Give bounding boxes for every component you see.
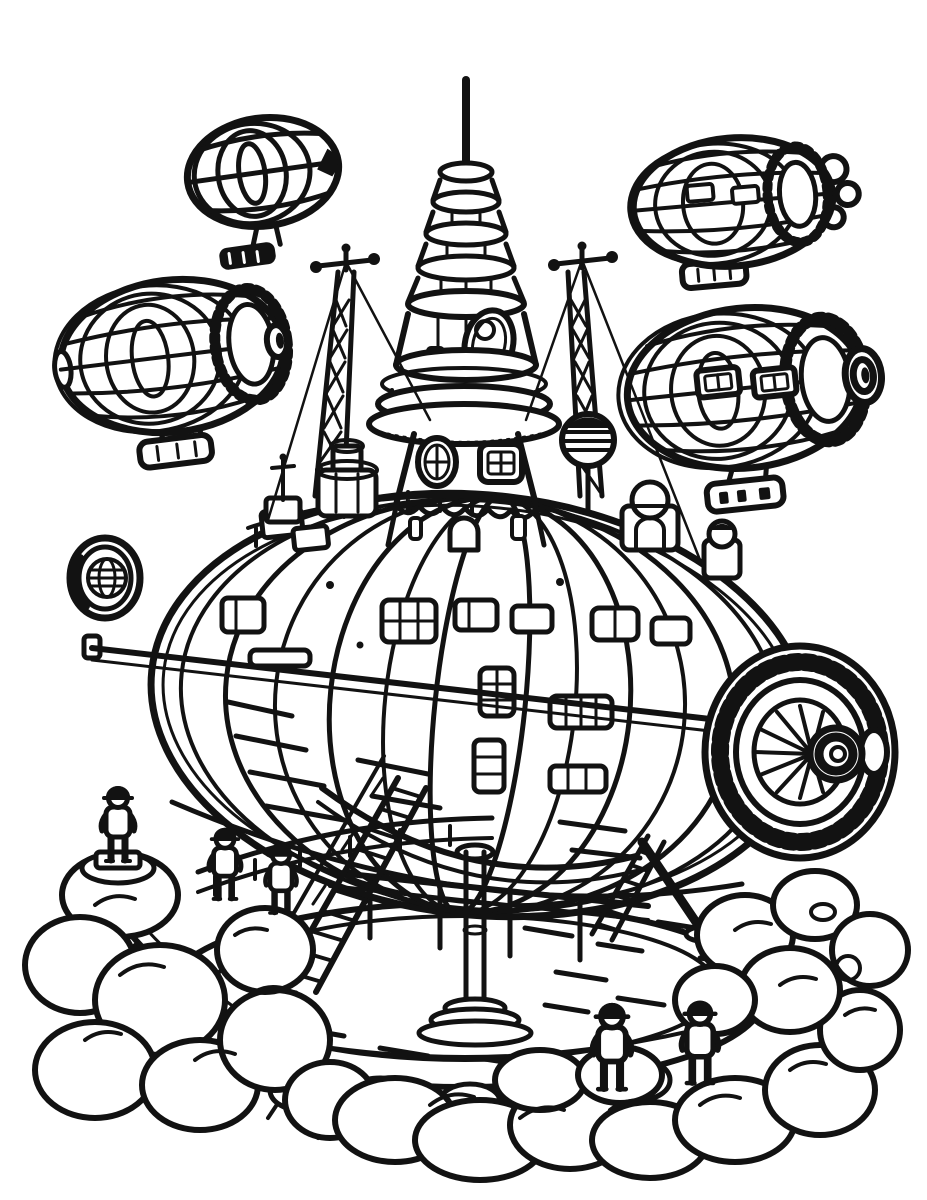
blimp-top-right — [627, 134, 862, 291]
blimp-mid-left — [52, 275, 294, 471]
blimp-mid-right — [616, 303, 885, 515]
top-deck — [246, 411, 743, 581]
turbine-engine — [701, 642, 899, 862]
hull-plating-slats — [225, 699, 643, 861]
airship-hull — [81, 489, 899, 921]
center-column — [416, 842, 534, 1048]
scallop-trim — [393, 502, 537, 521]
crate — [290, 523, 331, 553]
lighthouse-tower — [366, 76, 562, 553]
cloud-swirl — [834, 954, 862, 982]
arched-door — [447, 515, 481, 553]
pier-beam — [327, 869, 651, 909]
floating-globe — [66, 534, 144, 622]
sky-objects — [52, 113, 885, 622]
angled-strut — [637, 837, 705, 933]
clouds-left-mound — [22, 849, 378, 1141]
blimp-top-left — [183, 113, 343, 270]
conning-cylinder — [315, 467, 379, 519]
clouds-right-cluster — [672, 868, 911, 1037]
guy-wires — [266, 258, 702, 562]
hull-windows — [219, 578, 693, 795]
